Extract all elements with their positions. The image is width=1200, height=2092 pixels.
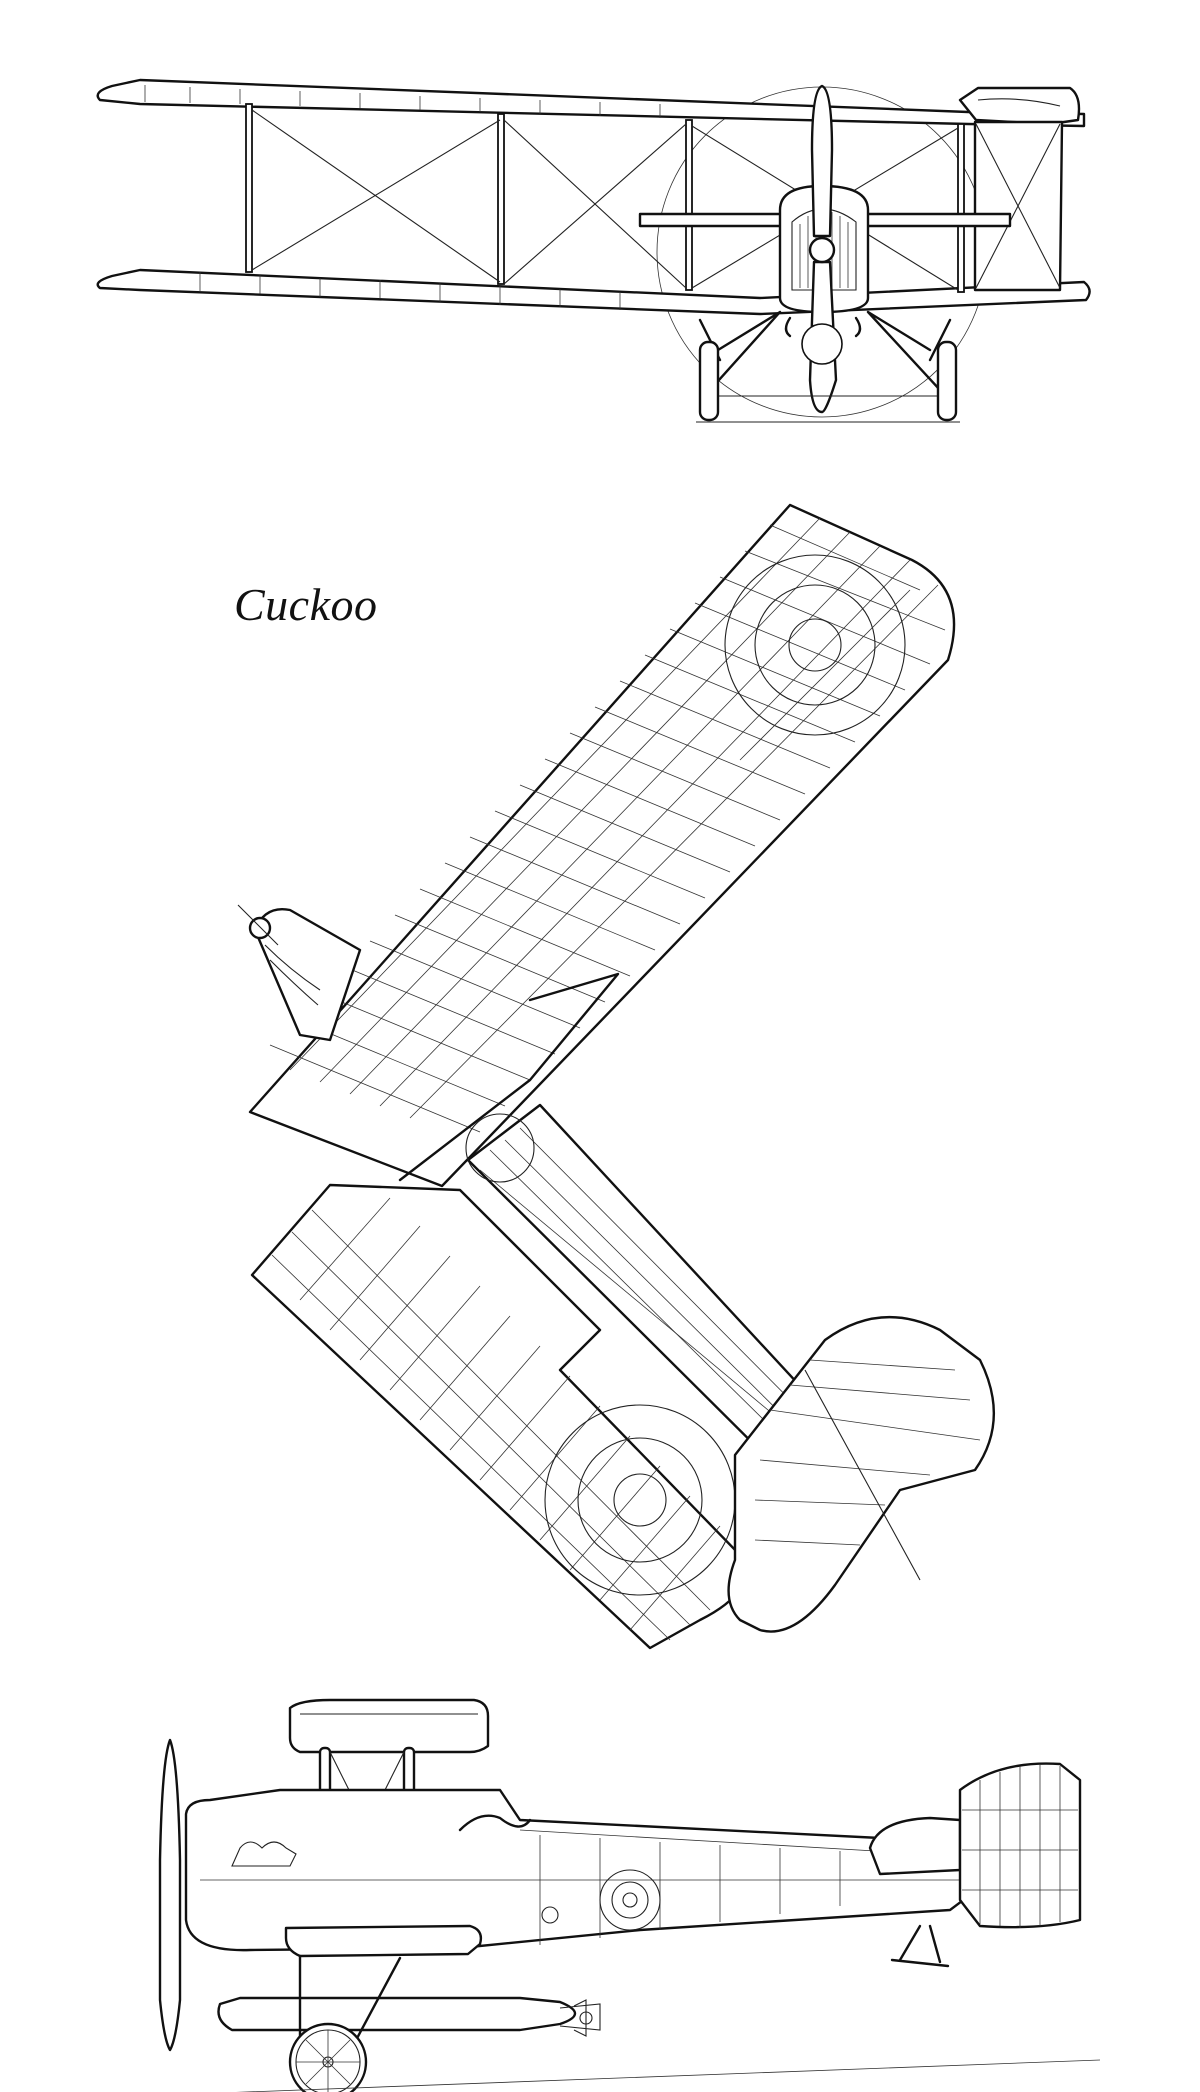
propeller-side	[158, 1738, 182, 2052]
lower-wing-front	[96, 268, 1091, 316]
tailplane-side	[868, 1816, 962, 1876]
propeller-blade-upper	[810, 84, 834, 238]
wheel-right-front	[936, 340, 958, 422]
landing-gear-side	[288, 1954, 402, 2092]
lower-wing-side	[284, 1924, 483, 1958]
front-view	[96, 78, 1091, 423]
fin-front	[958, 86, 1081, 126]
tailplane-plan	[727, 1315, 995, 1633]
lower-wing-ribs	[271, 1197, 721, 1641]
aircraft-title: Cuckoo	[234, 579, 378, 630]
torpedo-side	[217, 1996, 577, 2032]
wheel-left-front	[698, 340, 720, 422]
propeller-hub	[808, 236, 836, 264]
side-view	[158, 1698, 1101, 2092]
roundel-fuselage	[599, 1869, 661, 1931]
landing-gear-front	[698, 310, 952, 397]
upper-wing-side	[288, 1698, 490, 1754]
plan-view	[237, 503, 995, 1650]
fuselage-side	[184, 1788, 992, 1952]
roundel-upper-wing	[724, 554, 911, 761]
upper-wing-plan	[248, 503, 956, 1188]
